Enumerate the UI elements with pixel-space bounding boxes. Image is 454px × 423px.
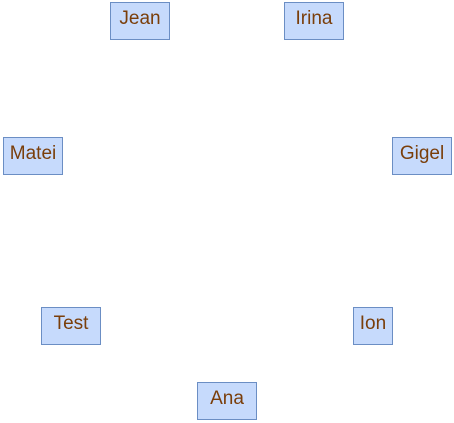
node-jean[interactable]: Jean [110,2,170,40]
node-ion[interactable]: Ion [353,307,393,345]
node-irina[interactable]: Irina [284,2,344,40]
node-matei[interactable]: Matei [3,137,63,175]
node-test[interactable]: Test [41,307,101,345]
node-gigel[interactable]: Gigel [392,137,452,175]
node-ana[interactable]: Ana [197,382,257,420]
